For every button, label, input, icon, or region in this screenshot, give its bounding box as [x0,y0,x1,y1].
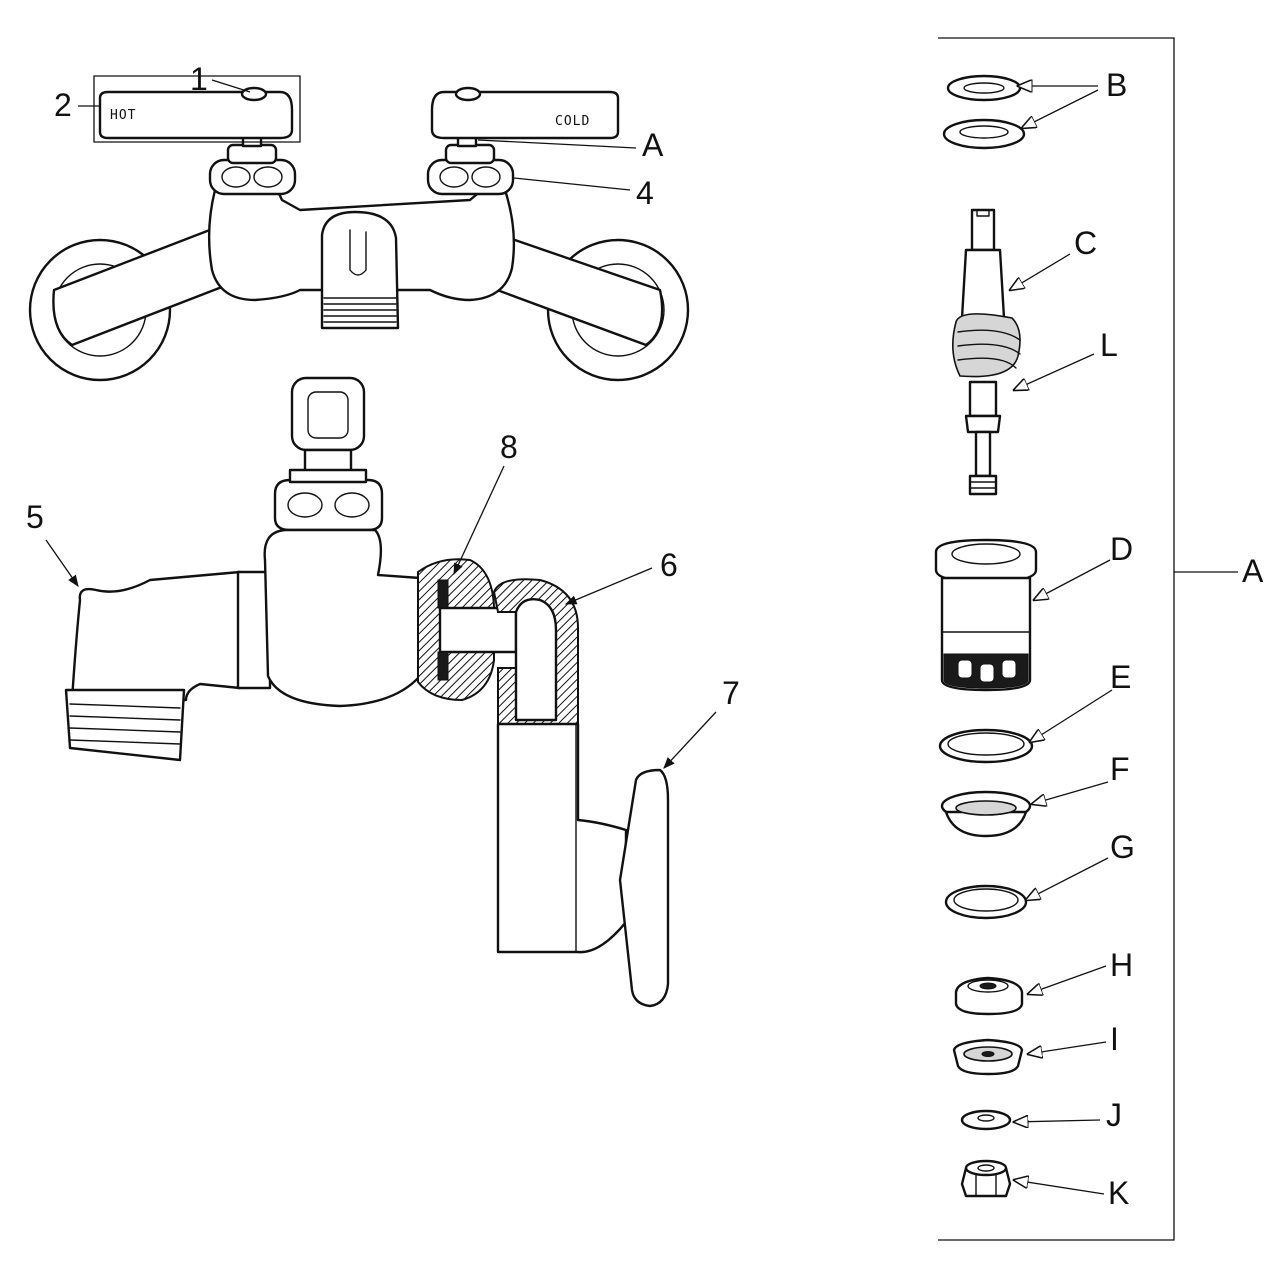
double-faucet-drawing: HOT COLD [28,75,690,382]
hot-handle: HOT [98,86,294,148]
part-e-ring [938,728,1034,764]
spout-thread [323,297,397,323]
left-supply-arm [52,226,242,347]
callout-6: 6 [660,547,678,583]
right-supply-arm [468,226,664,347]
part-j-washer [960,1109,1012,1131]
part-label-b: B [1106,67,1127,103]
gasket-lower [437,651,449,681]
wall-arm [496,722,628,954]
part-label-k: K [1108,1175,1129,1211]
side-wall-flange [618,768,670,1008]
part-d-cartridge [934,538,1038,692]
part-b-washers [942,74,1026,150]
part-i-washer [952,1038,1024,1076]
valve-body [263,528,422,708]
callout-7: 7 [722,675,740,711]
part-label-g: G [1110,829,1135,865]
single-faucet-cutaway [64,376,670,1008]
elbow-inner [514,598,558,722]
part-f-cup [940,790,1032,838]
part-k-nut [960,1159,1012,1198]
right-packing-nut [426,143,515,196]
part-g-ring [944,884,1028,920]
part-c-stem [952,208,1021,496]
part-label-d: D [1110,531,1133,567]
part-label-h: H [1110,947,1133,983]
callout-2: 2 [54,87,72,123]
center-spout [320,210,400,330]
kit-callout-a: A [1242,553,1264,589]
cold-handle: COLD [430,86,620,148]
callout-4: 4 [636,175,654,211]
part-label-i: I [1110,1021,1119,1057]
callout-5: 5 [26,499,44,535]
part-label-l: L [1100,327,1118,363]
parts-kit: A B C L [934,37,1264,1241]
callout-8: 8 [500,429,518,465]
top-callouts: 1 2 A 4 [54,61,664,211]
part-label-j: J [1106,1097,1122,1133]
callout-a-top: A [642,127,664,163]
middle-callouts: 5 8 6 7 [26,429,740,769]
stem-cap [290,376,366,474]
bonnet-nut [273,468,384,532]
left-packing-nut [208,143,297,196]
kit-bracket [938,37,1175,1241]
gasket-upper [437,579,449,609]
handle-callout-box [93,75,301,143]
part-h-seat [954,976,1024,1016]
union-bore [438,606,518,654]
hot-handle-text: HOT [110,108,136,123]
part-label-e: E [1110,659,1131,695]
part-label-c: C [1074,225,1097,261]
cold-handle-text: COLD [555,114,590,129]
callout-1: 1 [190,61,208,97]
hose-thread [64,688,186,762]
hose-outlet [70,570,242,702]
part-label-f: F [1110,751,1130,787]
